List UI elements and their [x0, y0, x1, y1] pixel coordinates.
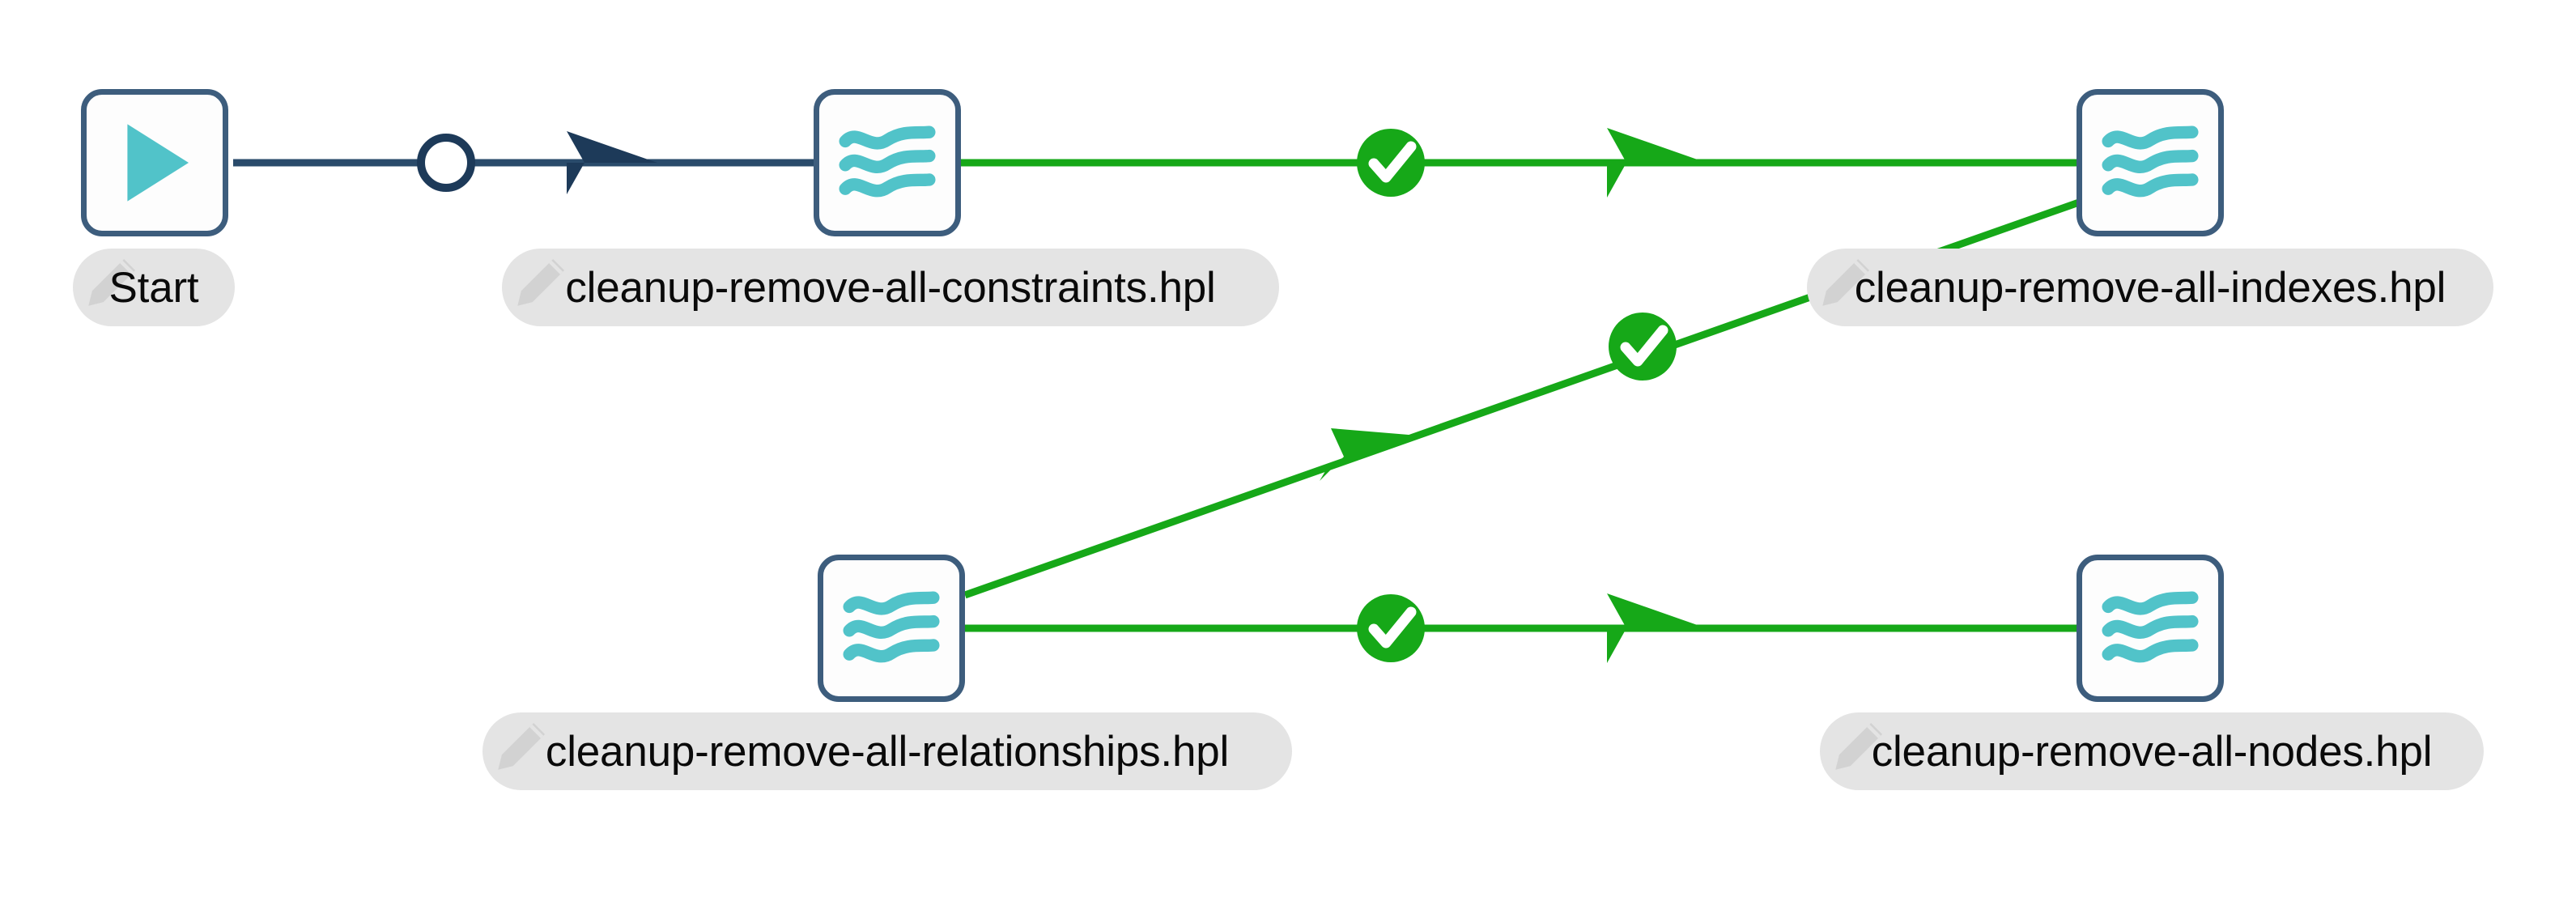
hop-waves-icon — [2102, 125, 2199, 198]
hop-waves-icon — [839, 125, 936, 198]
hop-relationships-to-nodes[interactable] — [965, 593, 2077, 663]
node-label-text: cleanup-remove-all-nodes.hpl — [1871, 727, 2433, 776]
pencil-edit-icon — [88, 258, 136, 306]
node-label-text: cleanup-remove-all-constraints.hpl — [565, 263, 1216, 312]
play-triangle-icon — [127, 124, 189, 202]
workflow-node-indexes[interactable] — [2077, 89, 2224, 236]
hop-waves-icon — [843, 591, 940, 663]
pencil-edit-icon — [1835, 722, 1883, 770]
hop-arrowhead-icon — [1607, 593, 1707, 663]
node-label-indexes[interactable]: cleanup-remove-all-indexes.hpl — [1807, 249, 2493, 326]
hop-arrowhead-icon — [567, 131, 657, 194]
node-label-relationships[interactable]: cleanup-remove-all-relationships.hpl — [482, 712, 1292, 790]
pencil-edit-icon — [517, 258, 565, 306]
workflow-node-relationships[interactable] — [818, 555, 965, 702]
node-label-text: cleanup-remove-all-indexes.hpl — [1854, 263, 2446, 312]
hop-arrowhead-icon — [1607, 128, 1707, 198]
workflow-node-nodes[interactable] — [2077, 555, 2224, 702]
workflow-node-start[interactable] — [81, 89, 228, 236]
success-check-icon[interactable] — [1609, 313, 1677, 381]
node-label-text: Start — [108, 263, 199, 312]
success-check-icon[interactable] — [1357, 129, 1425, 197]
node-label-constraints[interactable]: cleanup-remove-all-constraints.hpl — [502, 249, 1279, 326]
success-check-icon[interactable] — [1357, 594, 1425, 662]
unconditional-circle-icon[interactable] — [417, 134, 475, 192]
node-label-text: cleanup-remove-all-relationships.hpl — [545, 727, 1230, 776]
pencil-edit-icon — [498, 722, 546, 770]
hop-arrowhead-icon — [1320, 428, 1418, 481]
hop-waves-icon — [2102, 591, 2199, 663]
node-label-start[interactable]: Start — [73, 249, 235, 326]
hop-constraints-to-indexes[interactable] — [961, 128, 2077, 198]
node-label-nodes[interactable]: cleanup-remove-all-nodes.hpl — [1820, 712, 2484, 790]
hop-start-to-constraints[interactable] — [233, 131, 814, 194]
workflow-node-constraints[interactable] — [814, 89, 961, 236]
